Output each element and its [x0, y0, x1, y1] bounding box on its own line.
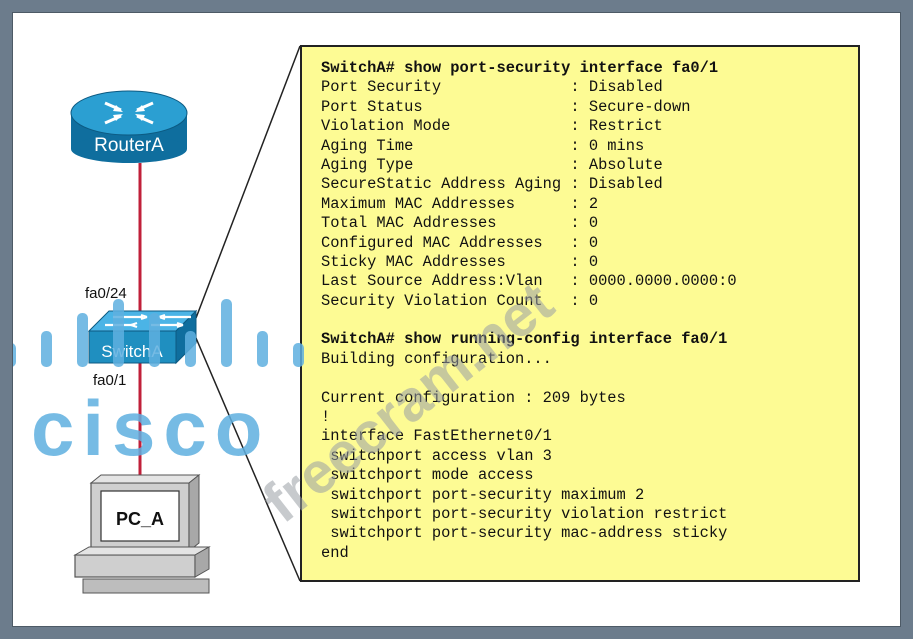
switch-label: SwitchA: [101, 342, 163, 361]
cli-line: SecureStatic Address Aging : Disabled: [321, 175, 848, 194]
cli-line: Total MAC Addresses : 0: [321, 214, 848, 233]
port-label-fa0-1: fa0/1: [93, 372, 126, 389]
cli-line: Violation Mode : Restrict: [321, 117, 848, 136]
cli-line: SwitchA# show port-security interface fa…: [321, 59, 848, 78]
pc-icon: [73, 473, 211, 594]
cli-line: Port Status : Secure-down: [321, 98, 848, 117]
cli-output-text: Total MAC Addresses : 0: [321, 214, 599, 233]
cli-line: Maximum MAC Addresses : 2: [321, 195, 848, 214]
cli-output-text: switchport port-security violation restr…: [321, 504, 728, 523]
cli-line: interface FastEthernet0/1: [321, 427, 848, 446]
cli-output-text: Maximum MAC Addresses : 2: [321, 194, 599, 213]
cli-line: Aging Type : Absolute: [321, 156, 848, 175]
cli-prompt: SwitchA#: [321, 59, 405, 77]
cli-output-text: Violation Mode : Restrict: [321, 117, 663, 136]
cli-output-text: switchport access vlan 3: [321, 446, 552, 465]
cli-line: switchport mode access: [321, 466, 848, 485]
cli-output-text: Last Source Address:Vlan : 0000.0000.000…: [321, 272, 737, 291]
cli-line: switchport port-security mac-address sti…: [321, 524, 848, 543]
cli-line: switchport port-security maximum 2: [321, 486, 848, 505]
cli-line: Security Violation Count : 0: [321, 292, 848, 311]
cli-output-text: switchport port-security maximum 2: [321, 485, 645, 504]
cli-line: Port Security : Disabled: [321, 78, 848, 97]
cli-output-text: Security Violation Count : 0: [321, 291, 599, 310]
cli-output-text: SecureStatic Address Aging : Disabled: [321, 175, 663, 194]
callout-line-bottom: [195, 337, 301, 582]
cli-output-text: switchport port-security mac-address sti…: [321, 524, 728, 543]
cli-output-text: Building configuration...: [321, 349, 552, 368]
cli-line: switchport port-security violation restr…: [321, 505, 848, 524]
cli-command: show running-config interface fa0/1: [404, 330, 728, 349]
cli-line: !: [321, 408, 848, 427]
port-label-fa0-24: fa0/24: [85, 285, 127, 302]
cli-output-text: Port Status : Secure-down: [321, 97, 691, 116]
exhibit-canvas: RouterA SwitchA fa0/24 fa0/1: [12, 12, 901, 627]
pc-label: PC_A: [116, 509, 164, 529]
cli-output-text: !: [321, 408, 331, 427]
cli-output-text: Current configuration : 209 bytes: [321, 388, 626, 407]
router-label: RouterA: [94, 135, 164, 156]
cli-line: Aging Time : 0 mins: [321, 137, 848, 156]
cli-line: [321, 369, 848, 388]
cli-line: Current configuration : 209 bytes: [321, 389, 848, 408]
cli-output-text: Port Security : Disabled: [321, 78, 663, 97]
router-icon: [70, 90, 188, 163]
cli-line: end: [321, 544, 848, 563]
cli-line: Last Source Address:Vlan : 0000.0000.000…: [321, 272, 848, 291]
cli-line: Configured MAC Addresses : 0: [321, 234, 848, 253]
cli-output-text: interface FastEthernet0/1: [321, 427, 552, 446]
cli-output-panel: SwitchA# show port-security interface fa…: [300, 45, 860, 582]
cli-line: SwitchA# show running-config interface f…: [321, 330, 848, 349]
cli-output-text: switchport mode access: [321, 466, 534, 485]
cli-output-text: Aging Type : Absolute: [321, 155, 663, 174]
cli-line: [321, 311, 848, 330]
cli-output-text: end: [321, 543, 349, 562]
callout-line-top: [195, 45, 301, 319]
cli-command: show port-security interface fa0/1: [404, 59, 719, 77]
cli-prompt: SwitchA#: [321, 330, 405, 349]
cli-line: Building configuration...: [321, 350, 848, 369]
cli-line: switchport access vlan 3: [321, 447, 848, 466]
cli-output-text: Sticky MAC Addresses : 0: [321, 252, 599, 271]
cli-output-text: Configured MAC Addresses : 0: [321, 233, 599, 252]
cli-output-text: Aging Time : 0 mins: [321, 136, 645, 155]
cli-line: Sticky MAC Addresses : 0: [321, 253, 848, 272]
